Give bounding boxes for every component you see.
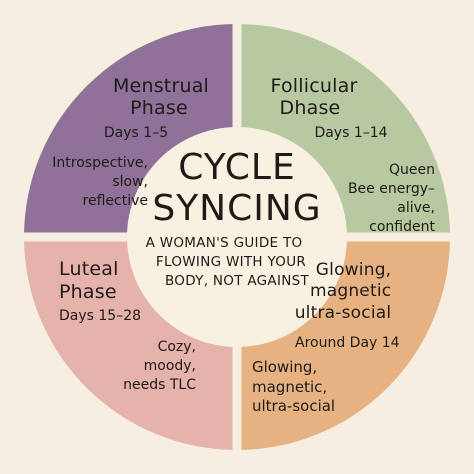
center-title-line2: SYNCING: [152, 188, 322, 229]
follicular-heading-line2: Dhase: [279, 97, 341, 119]
center-title-line1: CYCLE: [178, 147, 296, 188]
luteal-days: Days 15–28: [59, 308, 142, 324]
ovulatory-days: Around Day 14: [295, 335, 400, 351]
menstrual-heading-line2: Phase: [130, 97, 188, 119]
follicular-heading-line1: Follicular: [270, 75, 358, 97]
luteal-heading-line1: Luteal: [59, 258, 119, 280]
follicular-days: Days 1–14: [314, 125, 388, 141]
menstrual-days: Days 1–5: [103, 125, 169, 141]
ovulatory-heading: Glowing, magnetic ultra-social: [294, 260, 392, 323]
menstrual-description: Introspective, slow, reflective: [52, 155, 148, 209]
menstrual-heading-line1: Menstrual: [112, 75, 210, 97]
luteal-description: Cozy, moody, needs TLC: [123, 339, 196, 393]
center-subtitle-line1: A WOMAN'S GUIDE TO: [145, 235, 303, 251]
center-subtitle-line2: FLOWING WITH YOUR: [155, 254, 307, 270]
center-circle: [127, 127, 347, 347]
follicular-description: Queen Bee energy– alive, confident: [347, 162, 435, 235]
center-subtitle-line3: BODY, NOT AGAINST: [164, 273, 310, 289]
ovulatory-description: Glowing, magnetic, ultra-social: [252, 358, 336, 415]
luteal-heading-line2: Phase: [59, 281, 117, 303]
